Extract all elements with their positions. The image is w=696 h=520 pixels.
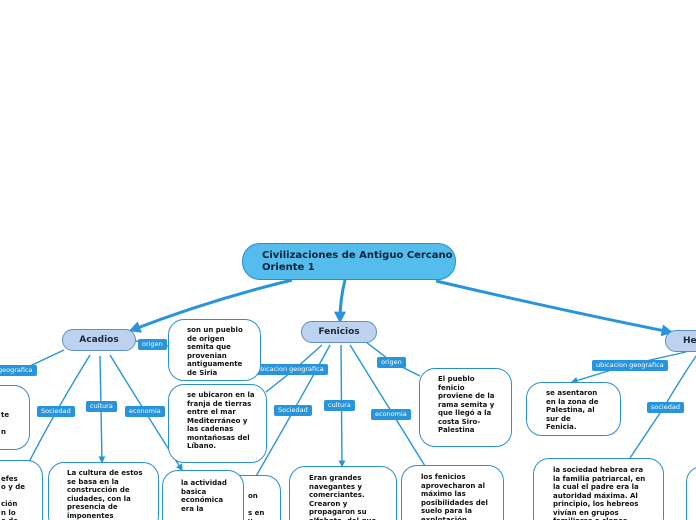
card-acadios-sociedad[interactable]: efes o y de ción n lo o de <box>0 460 43 520</box>
card-hebreos-sociedad[interactable]: la sociedad hebrea era la familia patria… <box>533 458 664 520</box>
tag-acadios-cultura[interactable]: cultura <box>86 401 117 412</box>
link-root-hebreos <box>435 279 674 337</box>
root-topic-title: Civilizaciones de Antiguo Cercano Orient… <box>262 250 453 273</box>
tag-fenicios-economia[interactable]: economia <box>371 409 411 420</box>
card-fenicios-ubicacion[interactable]: se ubicaron en la franja de tierras entr… <box>168 384 267 463</box>
tag-fenicios-origen[interactable]: origen <box>377 357 406 368</box>
tag-geografica-left[interactable]: geografica <box>0 365 37 376</box>
branch-hebreos-label: He <box>683 336 696 346</box>
branch-fenicios-label: Fenicios <box>318 327 360 337</box>
tag-acadios-sociedad[interactable]: Sociedad <box>37 406 75 417</box>
link-root-acadios <box>128 278 293 333</box>
branch-acadios-label: Acadios <box>79 335 119 345</box>
card-fenicios-cultura[interactable]: Eran grandes navegantes y comerciantes. … <box>289 466 397 520</box>
card-hebreos-right-fragment[interactable] <box>686 466 696 520</box>
card-fenicios-economia[interactable]: los fenicios aprovecharon al máximo las … <box>401 465 504 520</box>
card-acadios-economia[interactable]: la actividad basica económica era la <box>162 470 244 520</box>
tag-fenicios-cultura[interactable]: cultura <box>324 400 355 411</box>
link-acadios-geografica <box>29 349 65 367</box>
branch-hebreos[interactable]: He <box>665 330 696 352</box>
card-hebreos-ubicacion[interactable]: se asentaron en la zona de Palestina, al… <box>526 382 621 436</box>
branch-fenicios[interactable]: Fenicios <box>301 321 377 343</box>
card-acadios-origen[interactable]: son un pueblo de origen semita que prove… <box>168 319 261 381</box>
tag-acadios-economia[interactable]: economia <box>125 406 165 417</box>
branch-acadios[interactable]: Acadios <box>62 329 136 351</box>
link-root-fenicios <box>334 279 347 324</box>
tag-acadios-origen[interactable]: origen <box>138 339 167 350</box>
tag-hebreos-ubicacion[interactable]: ubicacion geografica <box>592 360 668 371</box>
root-topic[interactable]: Civilizaciones de Antiguo Cercano Orient… <box>242 243 456 280</box>
card-acadios-cultura[interactable]: La cultura de estos se basa en la constr… <box>48 462 159 520</box>
card-fenicios-origen[interactable]: El pueblo fenicio proviene de la rama se… <box>419 368 512 447</box>
link-fenicios-economia <box>349 344 426 467</box>
tag-hebreos-sociedad[interactable]: sociedad <box>647 402 684 413</box>
card-acadios-left-fragment[interactable]: te n <box>0 385 30 450</box>
tag-fenicios-ubicacion[interactable]: ubicacion geografica <box>252 364 328 375</box>
tag-fenicios-sociedad[interactable]: Sociedad <box>274 405 312 416</box>
